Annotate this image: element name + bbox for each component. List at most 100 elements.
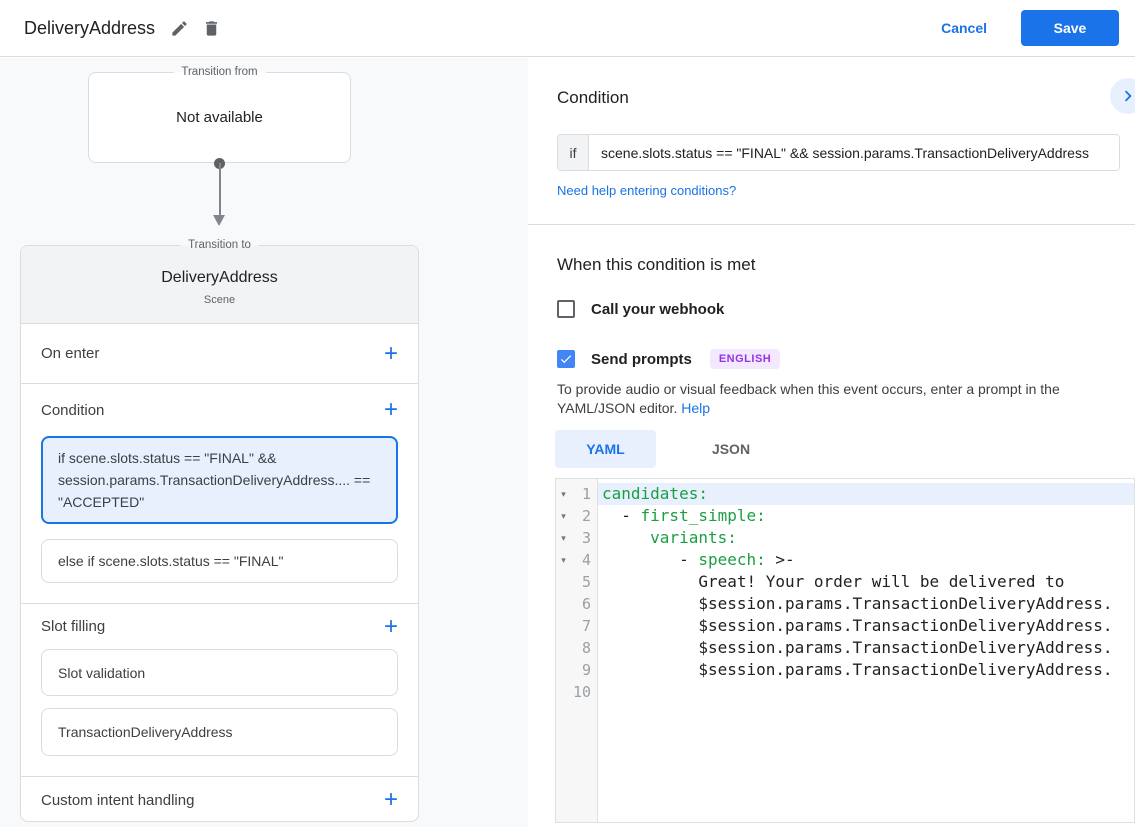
line-number: 6 [581,595,591,613]
scene-type-label: Scene [203,294,236,306]
gutter-line: 8 [556,637,597,659]
code-line[interactable]: - first_simple: [598,505,1134,527]
condition-label: Condition [41,401,105,419]
top-bar: DeliveryAddress Cancel Save [0,0,1135,57]
code-token: $session.params.TransactionDeliveryAddre… [602,616,1113,635]
add-custom-intent-button[interactable]: + [384,788,398,812]
code-line[interactable]: $session.params.TransactionDeliveryAddre… [598,637,1134,659]
code-line[interactable]: $session.params.TransactionDeliveryAddre… [598,615,1134,637]
code-token: >- [765,550,795,569]
gutter-line: ▾1 [556,483,597,505]
code-line[interactable]: $session.params.TransactionDeliveryAddre… [598,593,1134,615]
when-met-heading: When this condition is met [557,255,756,274]
section-on-enter: On enter + [21,324,418,384]
custom-intent-label: Custom intent handling [41,791,195,809]
condition-help-link[interactable]: Need help entering conditions? [557,183,737,198]
connector-line [218,163,221,215]
gutter-line: 6 [556,593,597,615]
add-slot-button[interactable]: + [384,614,398,638]
condition-card-selected[interactable]: if scene.slots.status == "FINAL" && sess… [41,436,398,524]
add-condition-button[interactable]: + [384,398,398,422]
line-number: 2 [581,507,591,525]
slot-card[interactable]: TransactionDeliveryAddress [41,708,398,756]
line-number: 3 [581,529,591,547]
code-token [602,528,650,547]
tab-yaml[interactable]: YAML [555,430,656,468]
fold-arrow-icon[interactable]: ▾ [561,510,566,521]
add-on-enter-button[interactable]: + [384,341,398,365]
delete-scene-button[interactable] [195,12,227,44]
code-token: Great! Your order will be delivered to [602,572,1065,591]
panel-divider [528,224,1135,225]
yaml-key-token: speech: [698,550,766,569]
gutter-line: 9 [556,659,597,681]
connector-arrowhead-icon [213,215,225,226]
call-webhook-checkbox[interactable] [557,300,575,318]
pencil-icon [171,20,187,36]
collapse-panel-button[interactable] [1110,78,1135,114]
slot-validation-card[interactable]: Slot validation [41,649,398,696]
yaml-key-token: first_simple: [640,506,766,525]
transition-to-legend: Transition to [180,238,259,253]
edit-title-button[interactable] [163,12,195,44]
condition-card[interactable]: else if scene.slots.status == "FINAL" [41,539,398,583]
code-line[interactable]: variants: [598,527,1134,549]
editor-tabs: YAML JSON [555,430,806,468]
fold-arrow-icon[interactable]: ▾ [561,488,566,499]
transition-from-value: Not available [176,109,263,126]
yaml-key-token: variants: [650,528,737,547]
plus-icon: + [383,786,398,813]
section-slot-filling: Slot filling + Slot validation Transacti… [21,604,418,777]
condition-detail-panel: Condition if Need help entering conditio… [528,58,1135,827]
condition-expression-input[interactable] [589,135,1119,170]
transition-to-card: Transition to DeliveryAddress Scene On e… [20,238,419,823]
gutter-line: ▾4 [556,549,597,571]
save-button[interactable]: Save [1021,10,1119,46]
cancel-button[interactable]: Cancel [941,20,987,36]
prompts-row: Send prompts ENGLISH [557,349,781,369]
tab-json[interactable]: JSON [656,430,806,468]
plus-icon: + [383,396,398,423]
line-number: 8 [581,639,591,657]
send-prompts-checkbox[interactable] [557,350,575,368]
language-badge: ENGLISH [709,349,781,369]
gutter-line: 5 [556,571,597,593]
section-custom-intent: Custom intent handling + [21,777,418,823]
condition-expression-row: if [557,134,1120,171]
code-line[interactable]: $session.params.TransactionDeliveryAddre… [598,659,1134,681]
gutter-line: ▾2 [556,505,597,527]
send-prompts-label: Send prompts [591,350,692,368]
gutter-line: 7 [556,615,597,637]
help-link[interactable]: Help [681,400,711,416]
webhook-row: Call your webhook [557,300,724,318]
on-enter-label: On enter [41,345,100,362]
transition-from-legend: Transition from [173,65,266,80]
plus-icon: + [383,612,398,640]
prompts-description-text: To provide audio or visual feedback when… [557,381,1060,416]
trash-icon [205,20,217,36]
line-number: 5 [581,573,591,591]
if-prefix-label: if [558,135,589,170]
scene-card-header: DeliveryAddress Scene [21,246,418,324]
prompts-description: To provide audio or visual feedback when… [557,380,1127,418]
code-lines[interactable]: candidates: - first_simple: variants: - … [598,479,1134,822]
code-line[interactable]: - speech: >- [598,549,1134,571]
code-token: $session.params.TransactionDeliveryAddre… [602,594,1113,613]
section-condition: Condition + if scene.slots.status == "FI… [21,384,418,604]
code-line[interactable]: Great! Your order will be delivered to [598,571,1134,593]
fold-arrow-icon[interactable]: ▾ [561,554,566,565]
gutter-line: 10 [556,681,597,703]
fold-arrow-icon[interactable]: ▾ [561,532,566,543]
code-line[interactable]: candidates: [598,483,1134,505]
chevron-right-icon [1124,90,1132,102]
plus-icon: + [383,339,398,367]
scene-graph-panel: Transition from Not available Transition… [0,58,528,827]
condition-heading: Condition [557,88,629,107]
line-number: 4 [581,551,591,569]
call-webhook-label: Call your webhook [591,300,725,318]
code-line[interactable] [598,681,1134,703]
page-title: DeliveryAddress [24,17,156,38]
checkmark-icon [560,355,572,364]
